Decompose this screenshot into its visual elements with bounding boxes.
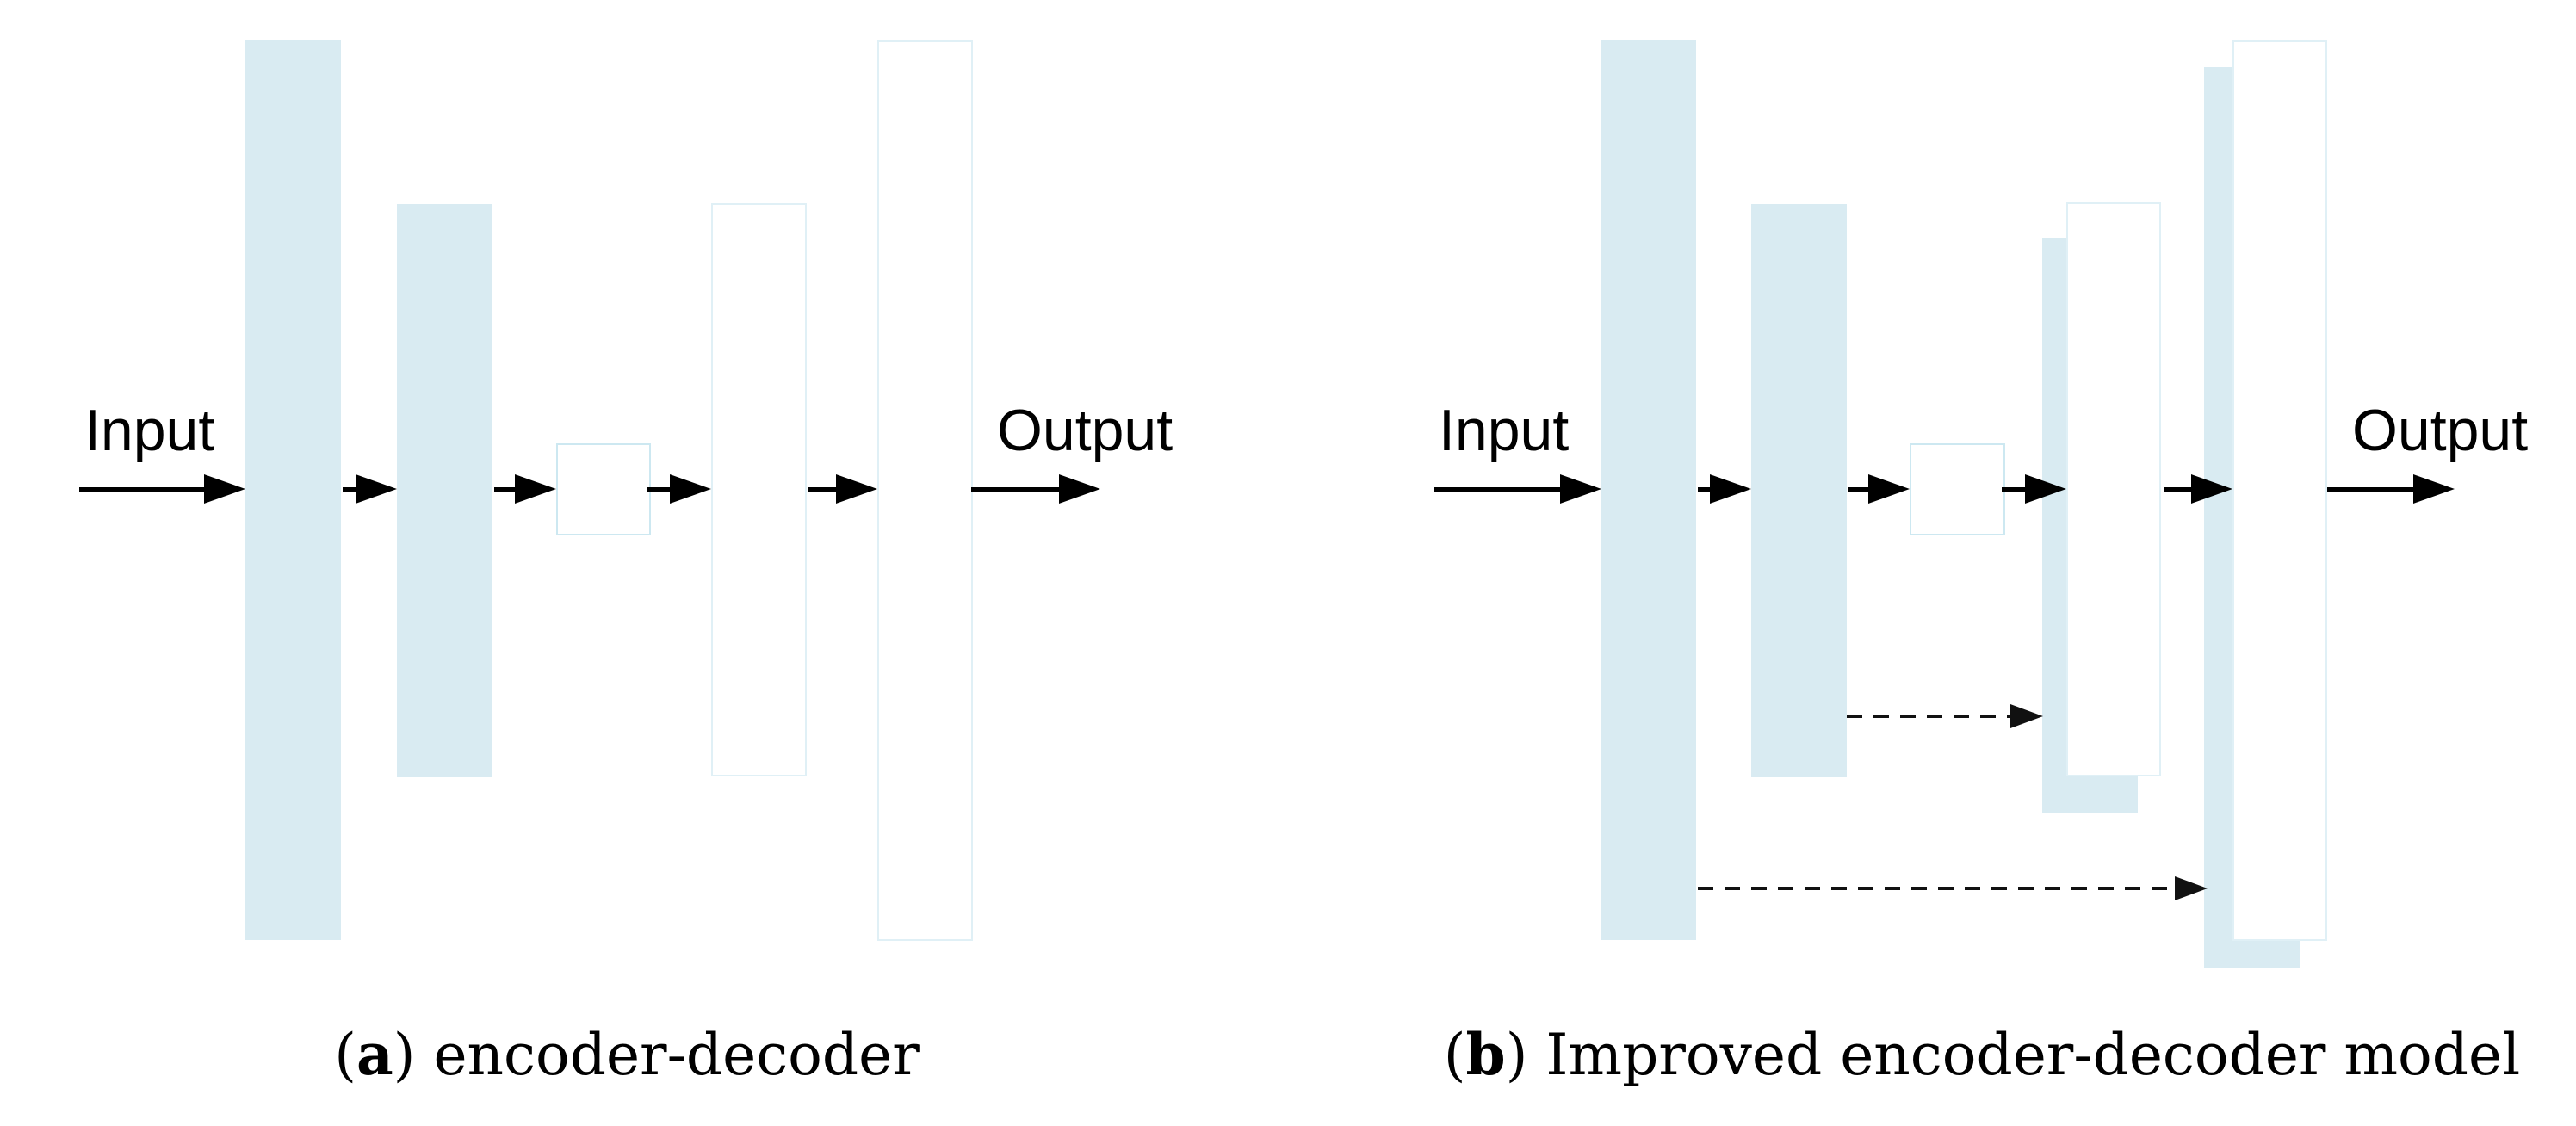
arrow-shaft [971, 486, 1059, 492]
arrow-head [1059, 474, 1100, 504]
dashed-arrow-head [2010, 704, 2043, 728]
bottleneck-box [556, 443, 651, 535]
arrow-icon [2164, 474, 2232, 504]
arrow-head [1710, 474, 1751, 504]
arrow-shaft [2002, 486, 2025, 492]
arrow-head [836, 474, 877, 504]
caption-paren: ( [1443, 1022, 1466, 1088]
arrow-icon [1698, 474, 1751, 504]
encoder-bar-medium [1751, 204, 1847, 777]
skip-connection-dashed-arrow-icon [1847, 704, 2043, 728]
arrow-icon [1848, 474, 1910, 504]
encoder-bar-large [1601, 40, 1696, 940]
output-arrow-icon [971, 474, 1100, 504]
output-label: Output [2352, 398, 2529, 463]
caption-text: Improved encoder-decoder model [1527, 1022, 2521, 1088]
arrow-shaft [2164, 486, 2191, 492]
arrow-icon [343, 474, 397, 504]
input-arrow-icon [1434, 474, 1601, 504]
skip-connection-dashed-arrow-icon [1698, 876, 2208, 900]
arrow-head [515, 474, 556, 504]
arrow-head [2025, 474, 2066, 504]
arrow-icon [494, 474, 556, 504]
arrow-head [356, 474, 397, 504]
arrow-icon [2002, 474, 2066, 504]
caption-paren: ) [1505, 1022, 1528, 1088]
arrow-shaft [2327, 486, 2413, 492]
encoder-bar-large [245, 40, 341, 940]
arrow-head [2413, 474, 2455, 504]
arrow-shaft [1848, 486, 1868, 492]
caption-a: (a) encoder-decoder [334, 1026, 920, 1084]
caption-b: (b) Improved encoder-decoder model [1444, 1026, 2520, 1084]
decoder-bar-medium [2066, 202, 2161, 776]
encoder-bar-medium [397, 204, 492, 777]
dashed-arrow-head [2175, 876, 2208, 900]
arrow-shaft [79, 486, 204, 492]
input-arrow-icon [79, 474, 245, 504]
caption-letter: b [1465, 1021, 1506, 1088]
arrow-icon [808, 474, 877, 504]
arrow-shaft [1434, 486, 1560, 492]
arrow-head [1560, 474, 1601, 504]
dashed-arrow-shaft [1698, 887, 2175, 890]
arrow-shaft [1698, 486, 1710, 492]
arrow-head [670, 474, 711, 504]
decoder-bar-large [877, 40, 973, 941]
arrow-shaft [494, 486, 515, 492]
arrow-head [204, 474, 245, 504]
output-label: Output [997, 398, 1173, 463]
input-label: Input [1439, 398, 1570, 463]
caption-letter: a [356, 1021, 393, 1088]
arrow-shaft [647, 486, 670, 492]
decoder-bar-medium [711, 203, 807, 776]
arrow-shaft [343, 486, 356, 492]
arrow-shaft [808, 486, 836, 492]
input-label: Input [84, 398, 215, 463]
caption-paren: ( [334, 1022, 356, 1088]
caption-paren: ) [393, 1022, 416, 1088]
bottleneck-box [1910, 443, 2005, 535]
arrow-icon [647, 474, 711, 504]
output-arrow-icon [2327, 474, 2455, 504]
arrow-head [1868, 474, 1910, 504]
dashed-arrow-shaft [1847, 715, 2010, 718]
caption-text: encoder-decoder [415, 1022, 920, 1088]
arrow-head [2191, 474, 2232, 504]
decoder-bar-large [2232, 40, 2327, 941]
